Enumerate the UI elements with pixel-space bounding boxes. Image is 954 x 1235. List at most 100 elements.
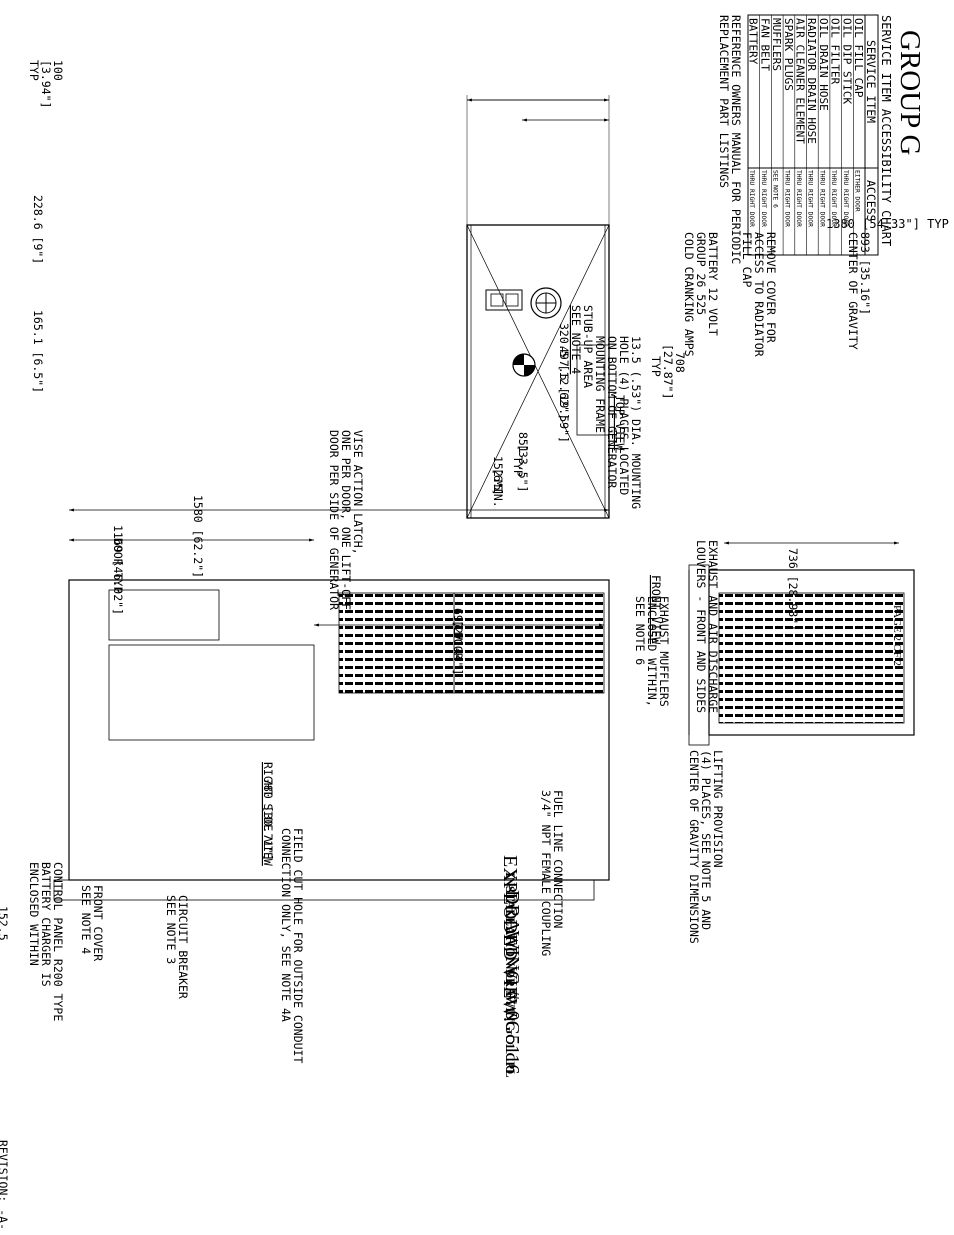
center-of-gravity-icon xyxy=(512,353,536,377)
field-cut-hole-note: FIELD CUT HOLE FOR OUTSIDE CONDUIT xyxy=(291,828,305,1063)
dim-708: 708 xyxy=(673,352,687,373)
battery-note: COLD CRANKING AMPS xyxy=(682,232,696,357)
chart-row-item: RADIATOR DRAIN HOSE xyxy=(805,18,818,144)
chart-row-access: THRU RIGHT DOOR xyxy=(807,170,814,227)
mounting-hole-note: 13.5 (.53") DIA. MOUNTING xyxy=(629,336,643,509)
control-panel-note: BATTERY CHARGER IS xyxy=(39,862,53,987)
chart-row-access: THRU RIGHT DOOR xyxy=(795,170,802,227)
lifting-provision-note: LIFTING PROVISION xyxy=(711,750,725,868)
chart-row-access: THRU RIGHT DOOR xyxy=(818,170,825,227)
field-cut-hole-note: CONNECTION ONLY, SEE NOTE 4A xyxy=(279,828,293,1022)
dim-697: 697 xyxy=(451,608,465,629)
chart-row-access: SEE NOTE 6 xyxy=(772,170,779,208)
door-typ-label: DOOR TYP xyxy=(111,538,125,593)
battery-note: BATTERY 12 VOLT xyxy=(706,232,720,336)
group-title: GROUP G xyxy=(894,30,926,155)
front-view-frame xyxy=(688,564,710,746)
center-of-gravity-label: CENTER OF GRAVITY xyxy=(846,232,860,350)
mufflers-note: SEE NOTE 6 xyxy=(633,596,647,665)
chart-row-access: THRU RIGHT DOOR xyxy=(783,170,790,227)
top-view: 1380 [54.33"] TYP xyxy=(466,95,949,519)
chart-row-item: BATTERY xyxy=(747,18,760,65)
chart-row-item: OIL DRAIN HOSE xyxy=(817,18,830,111)
stub-up-label: STUB-UP AREA xyxy=(581,305,595,388)
right-side-view-label: RIGHT SIDE VIEW xyxy=(261,762,275,866)
revision-date: REVISION: -A- xyxy=(0,1140,10,1230)
chart-col-access: ACCESS xyxy=(864,180,878,222)
radiator-cover-note: ACCESS TO RADIATOR xyxy=(752,232,766,357)
chart-title: SERVICE ITEM ACCESSIBILITY CHART xyxy=(879,15,893,246)
chart-row-access: THRU RIGHT DOOR xyxy=(748,170,755,227)
chart-row-access: THRU RIGHT DOOR xyxy=(842,170,849,227)
dim-228: 228.6 [9"] xyxy=(31,195,45,264)
radiator-fill-cap-icon xyxy=(530,287,562,319)
lifting-provision-note: (4) PLACES, SEE NOTE 5 AND xyxy=(699,750,713,930)
stub-up-area xyxy=(576,344,610,436)
mounting-hole-note: MOUNTING FRAME xyxy=(593,336,607,433)
chart-row-item: OIL FILL CAP xyxy=(852,18,865,98)
mounting-hole-note: HOLE (4) PLACES LOCATED xyxy=(617,336,631,495)
chart-row-item: OIL DIP STICK xyxy=(840,18,853,104)
exploded-view-title: EXPLODED VIEW: xyxy=(499,855,521,1022)
dim-152-top-min: MIN. xyxy=(491,480,505,508)
dim-780: 780 [30.71"] xyxy=(261,778,275,861)
fuel-line-note: FUEL LINE CONNECTION xyxy=(551,790,565,929)
dim-851-typ: TYP xyxy=(511,456,525,477)
dim-697-door: DOOR xyxy=(451,632,465,660)
lifting-provision-note: CENTER OF GRAVITY DIMENSIONS xyxy=(687,750,701,944)
exhaust-louvers-note: LOUVERS - FRONT AND SIDES xyxy=(694,540,708,713)
dim-152-bottom: 152.5 xyxy=(0,906,10,941)
dim-1169: 1169 [46.02"] xyxy=(111,525,125,615)
vise-latch-note: ONE PER DOOR, ONE LIFT-OFF xyxy=(339,430,353,610)
dim-697-inch: [27.44"] xyxy=(451,620,465,675)
chart-col-item: SERVICE ITEM xyxy=(864,40,878,123)
service-accessibility-chart: SERVICE ITEM ACCESSIBILITY CHART SERVICE… xyxy=(717,14,893,264)
dim-1580: 1580 [62.2"] xyxy=(191,495,205,578)
front-cover-note: FRONT COVER xyxy=(91,885,105,961)
dim-851-inch: [33.5"] xyxy=(516,444,530,492)
mufflers-note: ENCLOSED WITHIN, xyxy=(645,596,659,707)
page-number: PAGE 2 OF 2 xyxy=(891,605,903,667)
mufflers-note: EXHAUST MUFFLERS xyxy=(657,596,671,707)
circuit-breaker-note: CIRCUIT BREAKER xyxy=(176,895,190,999)
circuit-breaker-note: SEE NOTE 3 xyxy=(164,895,178,964)
chart-row-item: OIL FILTER xyxy=(829,18,842,85)
stub-up-note: SEE NOTE 4 xyxy=(569,305,583,374)
side-view-louvers-mid xyxy=(338,592,455,694)
chart-row-item: AIR CLEANER ELEMENT xyxy=(794,18,807,144)
top-view-label: TOP VIEW xyxy=(613,395,627,450)
dim-100: TYP xyxy=(27,60,41,81)
dim-893: 893 [35.16"] xyxy=(858,232,872,315)
dim-165: 165.1 [6.5"] xyxy=(31,310,45,393)
dim-708-inch: [27.87"] xyxy=(661,344,675,399)
dim-320: 320.5 [12.62"] xyxy=(557,323,571,420)
radiator-cover-note: REMOVE COVER FOR xyxy=(764,232,778,343)
chart-reference-2: REPLACEMENT PART LISTINGS xyxy=(717,15,731,188)
dim-497: 497.5 [19.59"] xyxy=(557,346,571,443)
control-panel-door xyxy=(108,644,315,741)
dim-736: 736 [28.98"] xyxy=(786,548,800,631)
mounting-hole-note: ON BOTTOM OF GENERATOR xyxy=(605,336,619,488)
front-cover-panel xyxy=(108,589,220,641)
dim-100: 100 xyxy=(51,60,65,81)
chart-row-access: THRU RIGHT DOOR xyxy=(830,170,837,227)
exhaust-louvers-note: EXHAUST AND AIR DISCHARGE xyxy=(706,540,720,713)
front-view-louvers xyxy=(718,592,905,724)
vise-latch-note: VISE ACTION LATCH, xyxy=(351,430,365,555)
fuel-line-note: 3/4" NPT FEMALE COUPLING xyxy=(539,790,553,956)
vise-latch-note: DOOR PER SIDE OF GENERATOR xyxy=(327,430,341,610)
control-panel-note: ENCLOSED WITHIN xyxy=(27,862,41,966)
chart-row-access: THRU RIGHT DOOR xyxy=(760,170,767,227)
front-view-label: FRONT VIEW xyxy=(649,575,663,644)
dim-152-top: 152.5 xyxy=(491,456,505,491)
chart-row-access: EITHER DOOR xyxy=(854,170,861,212)
radiator-cover-note: FILL CAP xyxy=(740,232,754,287)
chart-row-item: SPARK PLUGS xyxy=(782,18,795,91)
dim-851: 851 xyxy=(516,432,530,453)
battery-icon xyxy=(485,289,523,311)
installation-drawing-label: INSTALLATION DRAWING C1 CPL xyxy=(503,872,517,1077)
